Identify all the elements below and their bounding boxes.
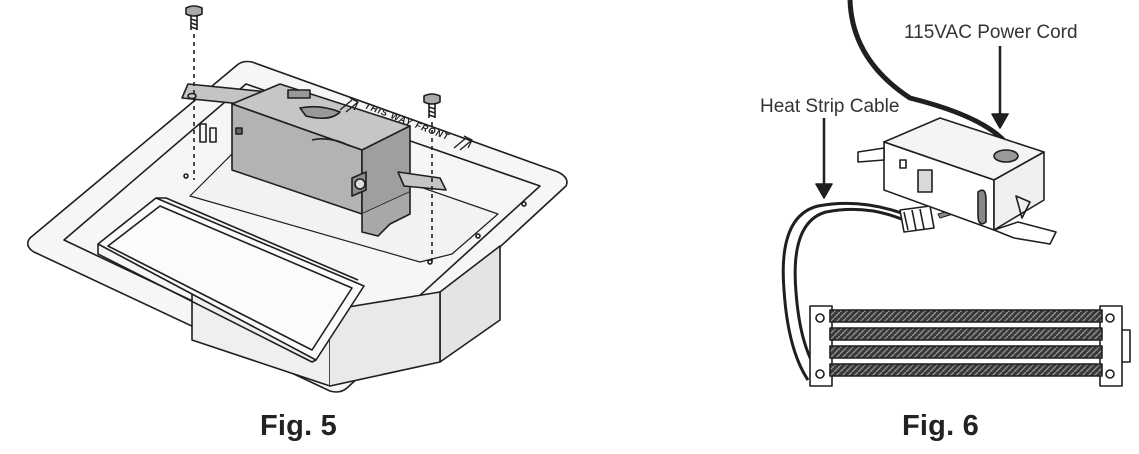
figure-6-caption: Fig. 6 xyxy=(902,410,979,442)
power-cord-pointer xyxy=(991,46,1009,129)
fig5-illustration xyxy=(26,5,568,393)
fig6-illustration xyxy=(781,0,1131,387)
power-cord xyxy=(847,0,1013,150)
heat-strip-label: Heat Strip Cable xyxy=(760,96,900,117)
heat-strip-element xyxy=(809,305,1131,387)
control-box xyxy=(231,83,447,237)
tray-opening xyxy=(97,197,365,363)
heat-strip-cable xyxy=(781,201,905,381)
heat-strip-pointer xyxy=(815,118,833,199)
cable-connector xyxy=(899,205,935,233)
control-box-fig6 xyxy=(857,117,1057,245)
screw-right-icon xyxy=(423,93,441,118)
front-arrow-left-icon xyxy=(339,97,359,113)
power-cord-label: 115VAC Power Cord xyxy=(904,22,1078,43)
front-arrow-right-icon xyxy=(453,135,473,151)
screw-left-icon xyxy=(185,5,203,30)
figure-5-caption: Fig. 5 xyxy=(260,410,337,442)
